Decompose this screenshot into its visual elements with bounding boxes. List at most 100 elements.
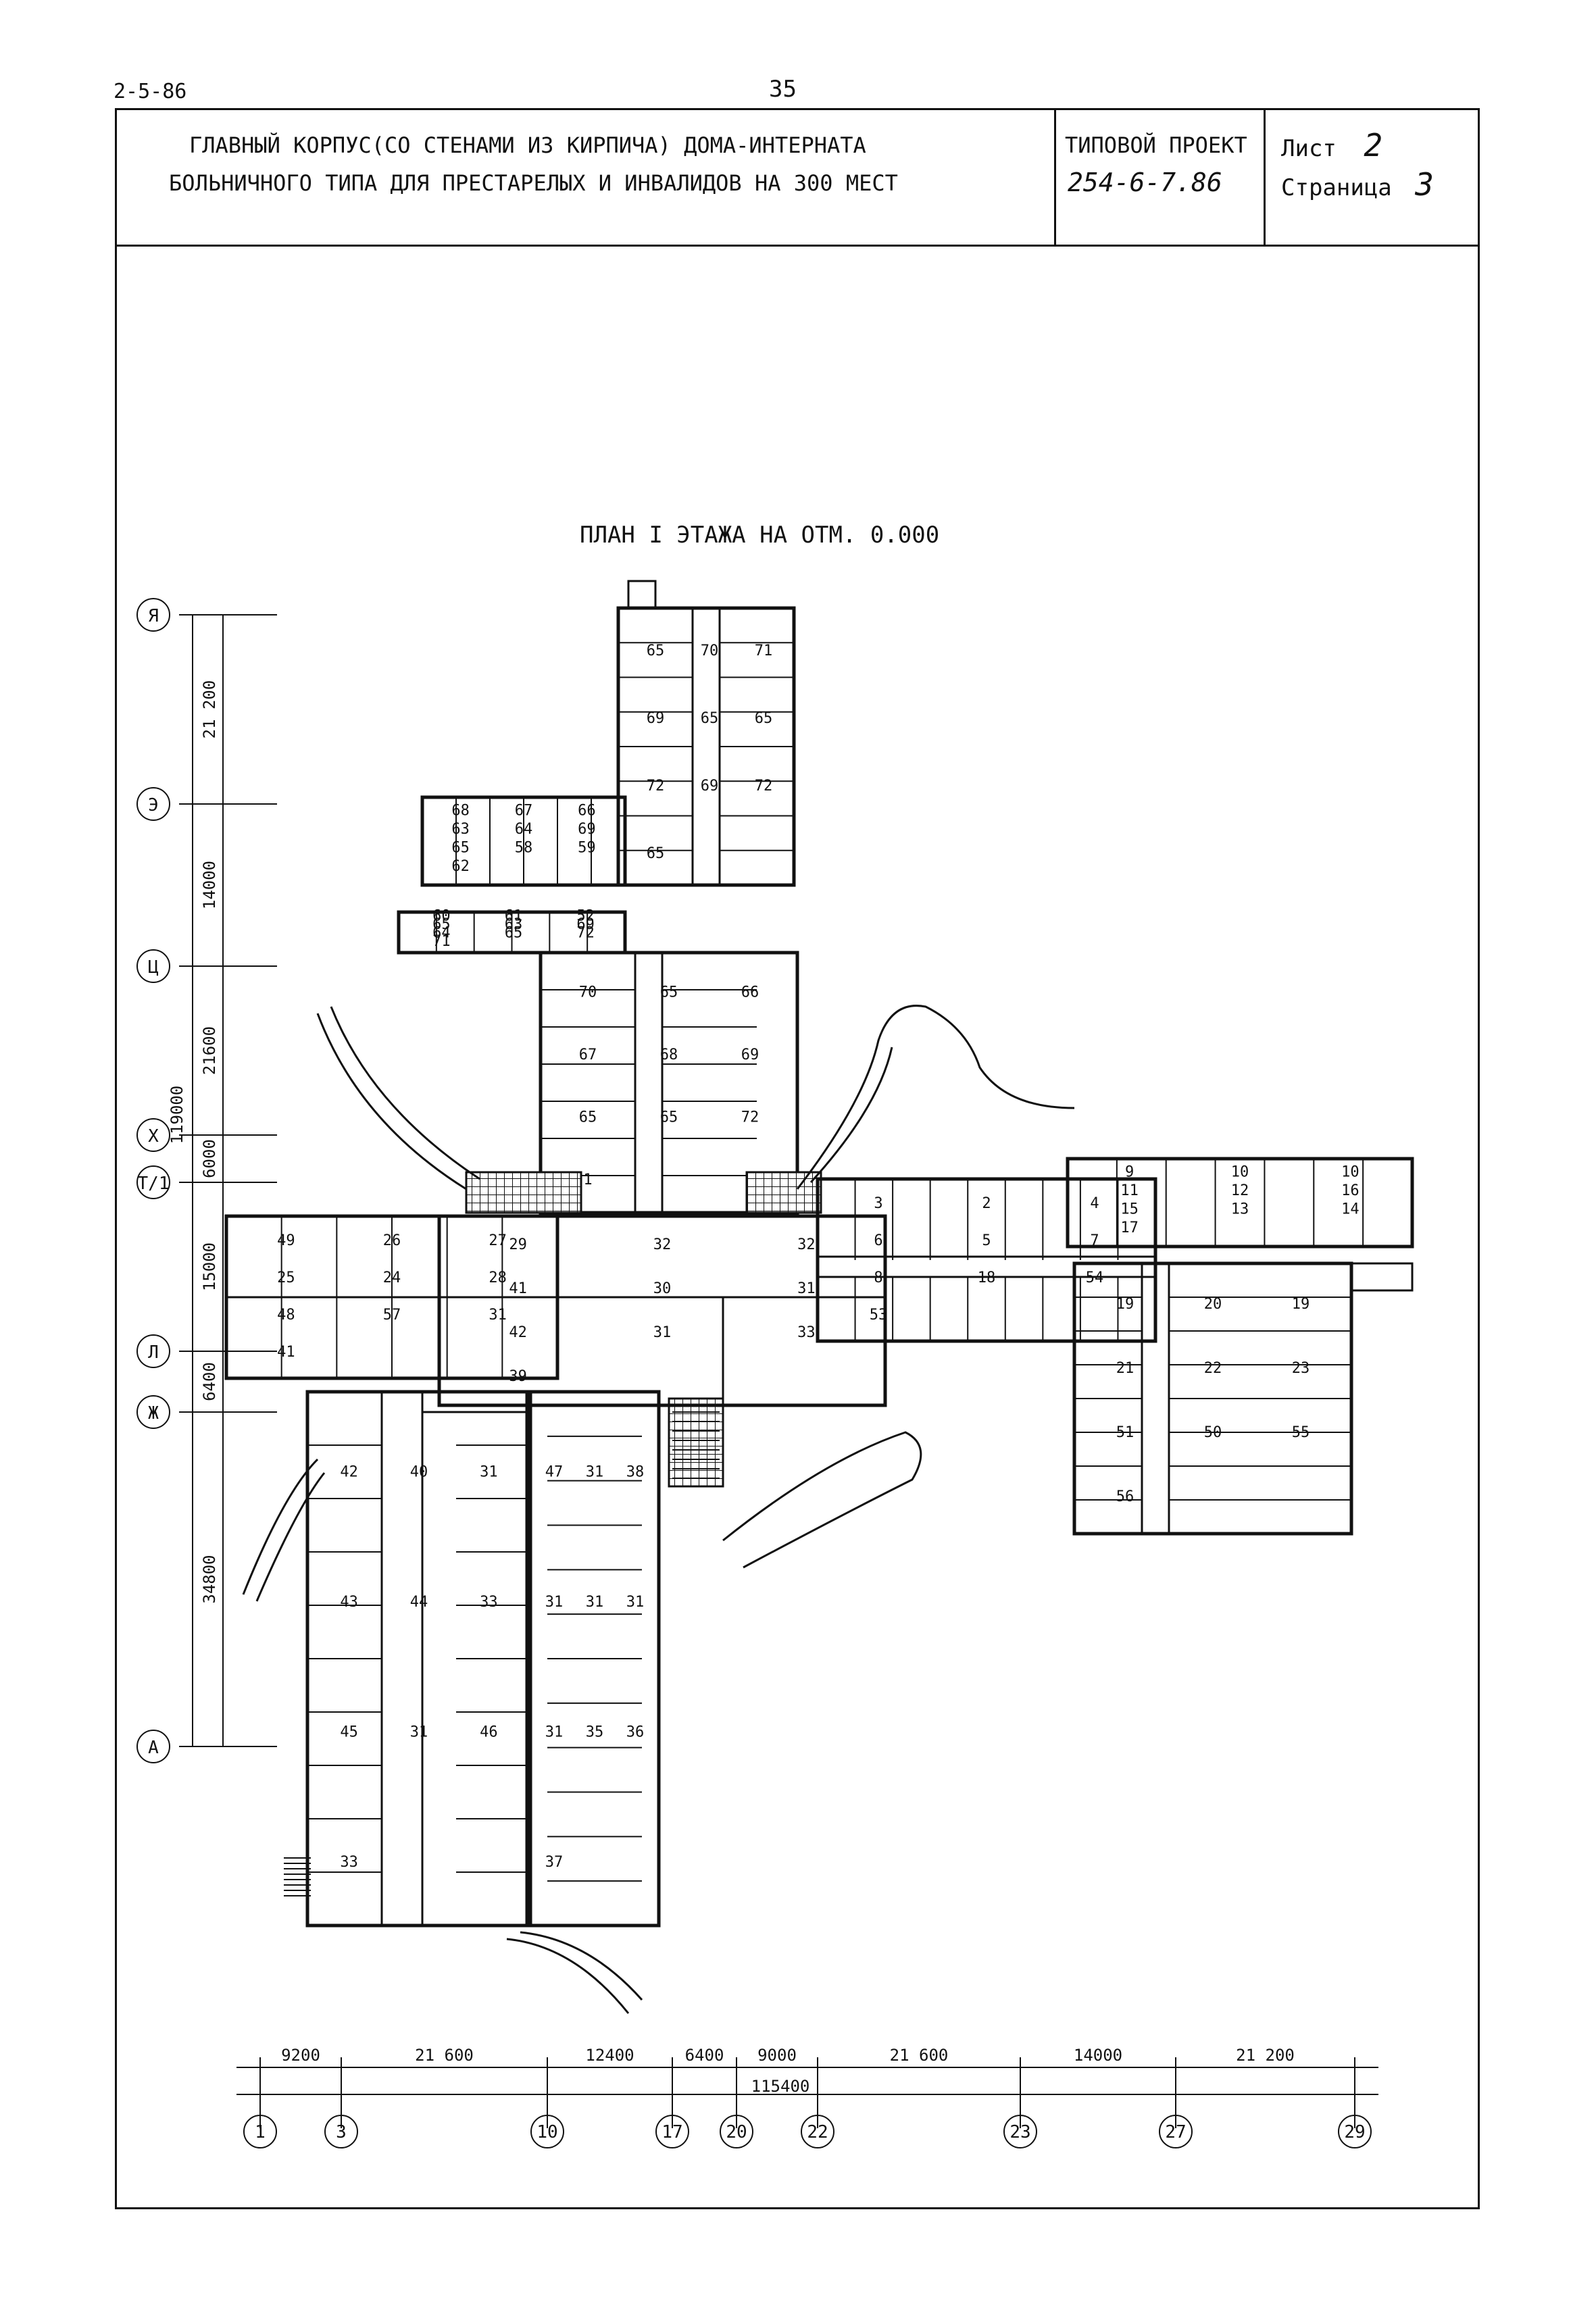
room-number: 42 [340,1464,357,1481]
ramp-south [506,1931,643,2014]
axis-label-left: Ж [148,1403,159,1424]
room-number: 31 [586,1464,604,1481]
room-number: 54 [1086,1269,1104,1286]
room-number: 65 [701,710,719,727]
east-wing [816,1177,1157,1343]
room-number: 58 [515,840,533,857]
room-number: 67 [579,1047,597,1063]
axis-label-left: Э [148,795,159,815]
room-number: 17 [1120,1219,1139,1236]
axis-bubble [136,1165,170,1199]
room-number: 64 [515,821,533,838]
page-label-text: Страница [1281,174,1392,201]
axis-bubble [136,949,170,983]
sheet-code: 2-5-86 [114,80,187,103]
room-number: 65 [451,840,470,857]
room-number: 14 [1341,1201,1360,1218]
sheet-frame [115,108,1480,2209]
room-number: 46 [480,1724,498,1741]
dim-label-left: 21600 [200,1026,219,1075]
room-number: 42 [509,1324,527,1341]
axis-label-left: Т/1 [138,1174,170,1194]
axis-label-bottom: 1 [255,2122,266,2142]
room-number: 2 [982,1195,991,1212]
room-number: 27 [489,1232,507,1249]
plan-caption: ПЛАН I ЭТАЖА НА ОТМ. 0.000 [580,522,940,549]
title-line-2: БОЛЬНИЧНОГО ТИПА ДЛЯ ПРЕСТАРЕЛЫХ И ИНВАЛ… [169,170,898,196]
room-number: 44 [410,1594,428,1611]
dim-label-left: 6000 [200,1139,219,1178]
room-number: 23 [1292,1360,1310,1377]
axis-label-bottom: 17 [662,2122,682,2142]
room-number: 65 [660,1109,678,1126]
room-number: 71 [755,643,773,659]
room-number: 66 [578,803,596,820]
room-number: 70 [701,643,719,659]
room-number: 45 [340,1724,357,1741]
room-number: 63 [451,821,470,838]
east-annex [1350,1262,1414,1292]
central-hall [437,1214,887,1407]
room-number: 33 [797,1324,816,1341]
room-number: 24 [383,1269,401,1286]
axis-label-bottom: 10 [537,2122,557,2142]
room-number: 63 [505,916,523,933]
axis-label-bottom: 22 [807,2122,828,2142]
room-number: 12 [1231,1182,1249,1199]
room-number: 47 [545,1464,564,1481]
room-number: 31 [797,1280,816,1297]
dim-label-bottom: 12400 [585,2046,634,2065]
room-number: 65 [432,916,451,933]
room-number: 26 [383,1232,401,1249]
axis-label-left: Я [148,606,159,626]
room-number: 55 [1292,1424,1310,1441]
room-number: 38 [626,1464,645,1481]
room-number: 72 [741,1109,759,1126]
room-number: 68 [451,803,470,820]
north-stair [627,580,657,609]
axis-label-left: Л [148,1342,159,1363]
room-number: 69 [576,916,595,933]
room-number: 30 [653,1280,672,1297]
room-number: 9 [1125,1164,1134,1181]
project-label: ТИПОВОЙ ПРОЕКТ [1065,132,1247,158]
dim-label-bottom: 14000 [1074,2046,1122,2065]
dim-label-left: 34800 [200,1555,219,1603]
axis-bubble [1159,2115,1193,2148]
axis-label-bottom: 23 [1009,2122,1030,2142]
room-number: 62 [451,858,470,875]
ramp-west [242,1458,326,1602]
room-number: 59 [578,840,596,857]
hatched-entrance-2 [745,1171,822,1214]
room-number: 72 [576,925,595,942]
room-number: 65 [647,845,665,862]
room-number: 33 [480,1594,498,1611]
ramp-northeast [796,1005,1075,1190]
dim-label-bottom: 6400 [685,2046,724,2065]
room-number: 50 [1204,1424,1222,1441]
room-number: 51 [1116,1424,1134,1441]
room-number: 68 [660,1047,678,1063]
room-number: 69 [741,1047,759,1063]
axis-bubble [801,2115,834,2148]
axis-bubble [720,2115,753,2148]
room-number: 18 [978,1269,996,1286]
room-number: 8 [874,1269,882,1286]
far-east-wing [1066,1157,1414,1249]
room-number: 65 [660,984,678,1001]
room-number: 21 [1116,1360,1134,1377]
room-number: 64 [432,925,451,942]
axis-bubble [136,1118,170,1152]
room-number: 66 [741,984,759,1001]
page-value: 3 [1415,166,1434,203]
dim-label-bottom: 9200 [281,2046,320,2065]
room-number: 31 [545,1724,564,1741]
axis-label-left: Ц [148,957,159,978]
axis-bubble [136,1334,170,1368]
room-number: 37 [545,1854,564,1871]
room-number: 52 [576,908,595,925]
axis-bubble [136,1730,170,1763]
hatched-entrance-3 [668,1397,724,1488]
axis-bubble [136,598,170,632]
